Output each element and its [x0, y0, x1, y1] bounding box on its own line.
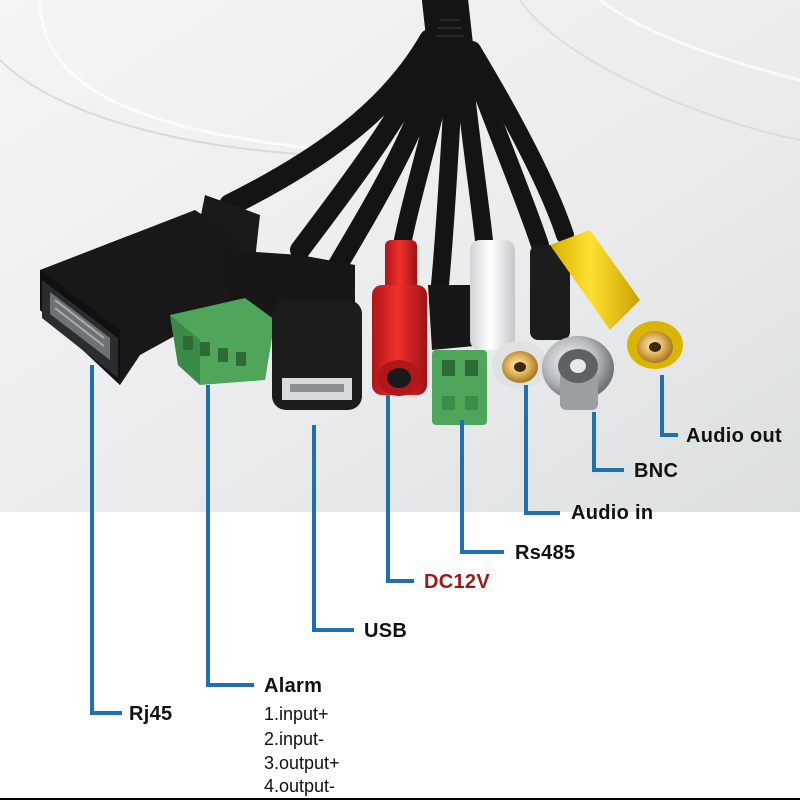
alarm-pin-4: 4.output-	[264, 776, 336, 796]
cable-photo	[0, 0, 800, 512]
rj45-connector	[40, 195, 260, 385]
audio-out-leader-line	[660, 375, 678, 437]
alarm-leader-line	[206, 385, 254, 687]
dc12v-leader-line	[386, 395, 414, 583]
rca-audio-out	[550, 230, 683, 369]
rj45-leader-line	[90, 365, 122, 715]
alarm-pin-2: 2.input-	[264, 729, 325, 749]
bottom-rule	[0, 798, 800, 800]
rj45-label: Rj45	[129, 703, 173, 725]
dc12v-label: DC12V	[424, 571, 490, 593]
usb-leader-line	[312, 425, 354, 632]
audio-in-label: Audio in	[571, 502, 654, 524]
alarm-label: Alarm	[264, 675, 323, 697]
bnc-connector	[530, 245, 614, 410]
usb-label: USB	[364, 620, 408, 642]
bnc-leader-line	[592, 412, 624, 472]
alarm-pin-3: 3.output+	[264, 753, 340, 773]
audio-out-label: Audio out	[686, 425, 783, 447]
usb-connector	[272, 255, 362, 410]
bnc-label: BNC	[634, 460, 679, 482]
rs485-leader-line	[460, 420, 504, 554]
alarm-pin-1: 1.input+	[264, 704, 329, 724]
audio-in-leader-line	[524, 385, 560, 515]
rca-audio-in	[470, 240, 548, 389]
dc-power-jack	[372, 240, 427, 396]
rs485-label: Rs485	[515, 542, 576, 564]
